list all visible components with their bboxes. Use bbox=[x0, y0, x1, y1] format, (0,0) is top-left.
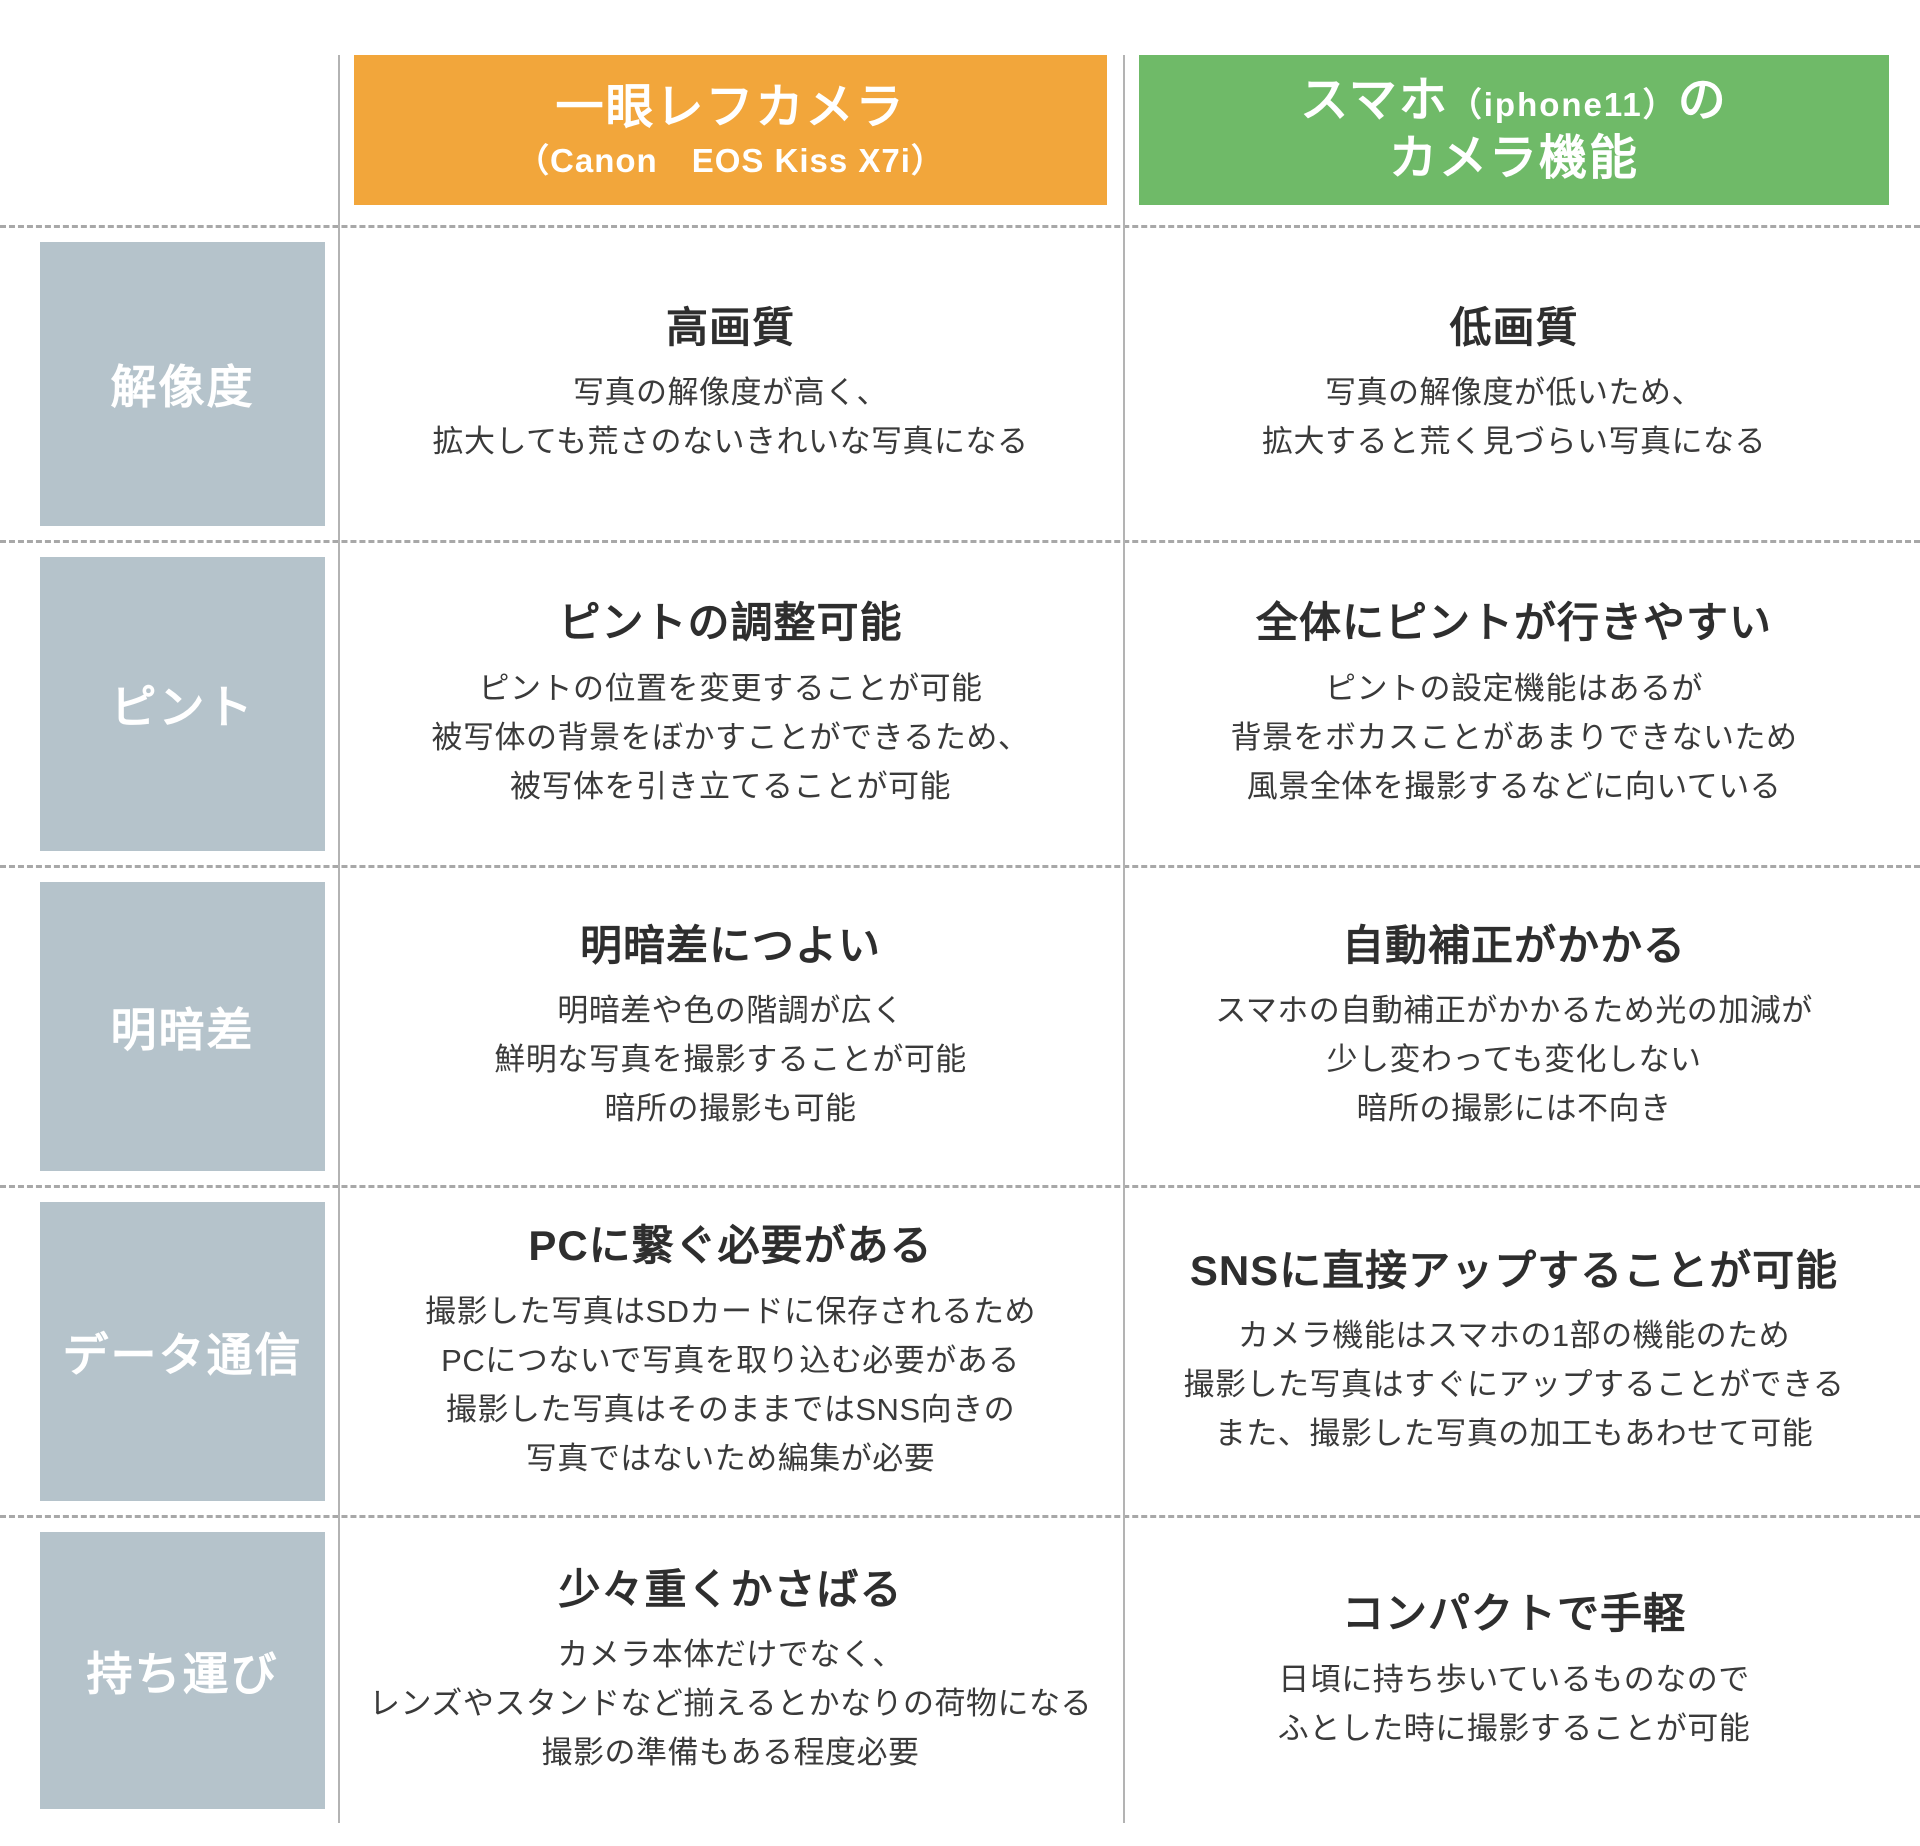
dslr-data-transfer-line: PCにつないで写真を取り込む必要がある bbox=[441, 1342, 1020, 1378]
dslr-data-transfer-line: 撮影した写真はそのままではSNS向きの bbox=[445, 1391, 1016, 1427]
dslr-column-header: 一眼レフカメラ （Canon EOS Kiss X7i） bbox=[354, 55, 1107, 205]
phone-contrast-heading: 自動補正がかかる bbox=[1341, 921, 1686, 969]
cell-phone-contrast: 自動補正がかかる スマホの自動補正がかかるため光の加減が 少し変わっても変化しな… bbox=[1123, 868, 1905, 1185]
dslr-data-transfer-line: 写真ではないため編集が必要 bbox=[525, 1440, 936, 1476]
phone-resolution-heading: 低画質 bbox=[1449, 303, 1579, 351]
table-row-data-transfer: データ通信 PCに繋ぐ必要がある 撮影した写真はSDカードに保存されるため PC… bbox=[0, 1185, 1920, 1515]
label-cell: 持ち運び bbox=[15, 1518, 338, 1823]
phone-resolution-line: 写真の解像度が低いため、 bbox=[1325, 375, 1703, 411]
phone-contrast-line: 少し変わっても変化しない bbox=[1326, 1042, 1702, 1078]
phone-header-title-model: （iphone11） bbox=[1448, 86, 1678, 124]
label-cell: 解像度 bbox=[15, 228, 338, 540]
label-cell: データ通信 bbox=[15, 1188, 338, 1515]
phone-resolution-line: 拡大すると荒く見づらい写真になる bbox=[1262, 424, 1766, 460]
label-cell: ピント bbox=[15, 543, 338, 865]
dslr-header-subtitle: （Canon EOS Kiss X7i） bbox=[516, 142, 945, 179]
phone-header-title-line2: カメラ機能 bbox=[1388, 132, 1639, 185]
header-spacer bbox=[15, 55, 338, 205]
dslr-data-transfer-heading: PCに繋ぐ必要がある bbox=[528, 1222, 933, 1270]
dslr-resolution-line: 拡大しても荒さのないきれいな写真になる bbox=[432, 424, 1029, 460]
phone-header-title-line1: スマホ（iphone11）の bbox=[1300, 72, 1728, 130]
phone-column-header: スマホ（iphone11）の カメラ機能 bbox=[1139, 55, 1889, 205]
cell-dslr-contrast: 明暗差につよい 明暗差や色の階調が広く 鮮明な写真を撮影することが可能 暗所の撮… bbox=[338, 868, 1123, 1185]
dslr-contrast-line: 明暗差や色の階調が広く bbox=[557, 993, 904, 1029]
phone-focus-line: 風景全体を撮影するなどに向いている bbox=[1246, 768, 1782, 804]
cell-phone-data-transfer: SNSに直接アップすることが可能 カメラ機能はスマホの1部の機能のため 撮影した… bbox=[1123, 1188, 1905, 1515]
dslr-focus-line: 被写体を引き立てることが可能 bbox=[510, 768, 951, 804]
dslr-contrast-heading: 明暗差につよい bbox=[579, 921, 881, 969]
row-label-data-transfer: データ通信 bbox=[40, 1202, 325, 1501]
dslr-header-title: 一眼レフカメラ bbox=[555, 81, 906, 135]
cell-dslr-focus: ピントの調整可能 ピントの位置を変更することが可能 被写体の背景をぼかすことがで… bbox=[338, 543, 1123, 865]
phone-header-title-main: スマホ bbox=[1300, 74, 1449, 128]
phone-focus-heading: 全体にピントが行きやすい bbox=[1255, 599, 1772, 647]
table-row-contrast: 明暗差 明暗差につよい 明暗差や色の階調が広く 鮮明な写真を撮影することが可能 … bbox=[0, 865, 1920, 1185]
phone-contrast-line: スマホの自動補正がかかるため光の加減が bbox=[1215, 993, 1813, 1029]
dslr-contrast-line: 鮮明な写真を撮影することが可能 bbox=[494, 1042, 967, 1078]
phone-contrast-line: 暗所の撮影には不向き bbox=[1356, 1091, 1672, 1127]
dslr-contrast-line: 暗所の撮影も可能 bbox=[604, 1091, 857, 1127]
dslr-resolution-heading: 高画質 bbox=[665, 303, 795, 351]
phone-data-transfer-heading: SNSに直接アップすることが可能 bbox=[1189, 1246, 1839, 1294]
dslr-portability-line: カメラ本体だけでなく、 bbox=[557, 1637, 904, 1673]
row-label-portability: 持ち運び bbox=[40, 1532, 325, 1809]
cell-phone-resolution: 低画質 写真の解像度が低いため、 拡大すると荒く見づらい写真になる bbox=[1123, 228, 1905, 540]
dslr-data-transfer-line: 撮影した写真はSDカードに保存されるため bbox=[424, 1293, 1037, 1329]
row-label-resolution: 解像度 bbox=[40, 242, 325, 526]
label-cell: 明暗差 bbox=[15, 868, 338, 1185]
column-divider-left bbox=[338, 55, 340, 1823]
phone-header-title-particle: の bbox=[1677, 74, 1728, 128]
cell-dslr-data-transfer: PCに繋ぐ必要がある 撮影した写真はSDカードに保存されるため PCにつないで写… bbox=[338, 1188, 1123, 1515]
phone-data-transfer-line: 撮影した写真はすぐにアップすることができる bbox=[1183, 1367, 1845, 1403]
phone-portability-line: ふとした時に撮影することが可能 bbox=[1277, 1710, 1751, 1746]
dslr-portability-line: レンズやスタンドなど揃えるとかなりの荷物になる bbox=[369, 1686, 1092, 1722]
row-label-contrast: 明暗差 bbox=[40, 882, 325, 1171]
phone-data-transfer-line: また、撮影した写真の加工もあわせて可能 bbox=[1214, 1416, 1814, 1452]
cell-phone-focus: 全体にピントが行きやすい ピントの設定機能はあるが 背景をボカスことがあまりでき… bbox=[1123, 543, 1905, 865]
phone-portability-line: 日頃に持ち歩いているものなので bbox=[1278, 1661, 1750, 1697]
table-row-portability: 持ち運び 少々重くかさばる カメラ本体だけでなく、 レンズやスタンドなど揃えると… bbox=[0, 1515, 1920, 1823]
phone-focus-line: ピントの設定機能はあるが bbox=[1325, 670, 1703, 706]
table-row-focus: ピント ピントの調整可能 ピントの位置を変更することが可能 被写体の背景をぼかす… bbox=[0, 540, 1920, 865]
phone-data-transfer-line: カメラ機能はスマホの1部の機能のため bbox=[1237, 1318, 1791, 1354]
phone-focus-line: 背景をボカスことがあまりできないため bbox=[1230, 719, 1798, 755]
phone-portability-heading: コンパクトで手軽 bbox=[1341, 1590, 1686, 1638]
cell-phone-portability: コンパクトで手軽 日頃に持ち歩いているものなので ふとした時に撮影することが可能 bbox=[1123, 1518, 1905, 1823]
table-row-resolution: 解像度 高画質 写真の解像度が高く、 拡大しても荒さのないきれいな写真になる 低… bbox=[0, 225, 1920, 540]
header-row: 一眼レフカメラ （Canon EOS Kiss X7i） スマホ（iphone1… bbox=[0, 55, 1920, 205]
row-label-focus: ピント bbox=[40, 557, 325, 851]
dslr-focus-heading: ピントの調整可能 bbox=[558, 599, 903, 647]
dslr-portability-line: 撮影の準備もある程度必要 bbox=[541, 1735, 920, 1771]
dslr-focus-line: 被写体の背景をぼかすことができるため、 bbox=[431, 719, 1030, 755]
cell-dslr-portability: 少々重くかさばる カメラ本体だけでなく、 レンズやスタンドなど揃えるとかなりの荷… bbox=[338, 1518, 1123, 1823]
column-divider-right bbox=[1123, 55, 1125, 1823]
dslr-portability-heading: 少々重くかさばる bbox=[558, 1565, 903, 1613]
dslr-focus-line: ピントの位置を変更することが可能 bbox=[478, 670, 983, 706]
cell-dslr-resolution: 高画質 写真の解像度が高く、 拡大しても荒さのないきれいな写真になる bbox=[338, 228, 1123, 540]
dslr-resolution-line: 写真の解像度が高く、 bbox=[573, 375, 888, 411]
